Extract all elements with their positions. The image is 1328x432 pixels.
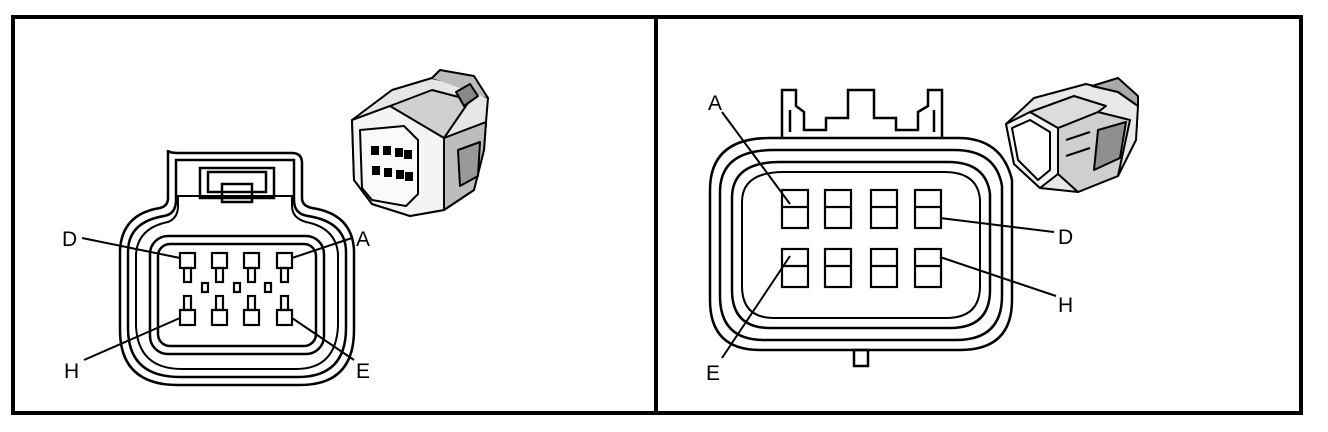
pin-label-a: A bbox=[356, 228, 370, 251]
pin-cavity bbox=[275, 294, 294, 327]
pin-label-e: E bbox=[356, 360, 370, 383]
leader-line-h bbox=[939, 256, 1057, 297]
leader-line-d bbox=[81, 237, 181, 259]
pin-cavity bbox=[242, 251, 261, 284]
right-panel: A D H E bbox=[706, 77, 1139, 385]
leader-line-e bbox=[291, 317, 355, 361]
pin-label-e: E bbox=[706, 362, 720, 385]
pin-terminal bbox=[823, 188, 853, 230]
pin-terminal bbox=[823, 247, 853, 289]
pin-terminal bbox=[869, 188, 899, 230]
left-connector-thumbnail bbox=[351, 69, 489, 217]
pin-label-d: D bbox=[62, 228, 77, 251]
diagram-frame bbox=[11, 15, 1303, 415]
left-connector-face bbox=[118, 149, 356, 387]
left-leader-lines bbox=[81, 237, 355, 361]
pin-terminal bbox=[913, 188, 943, 230]
leader-line-d bbox=[939, 217, 1055, 233]
leader-line-a bbox=[721, 111, 791, 205]
left-panel: D A H E bbox=[62, 69, 489, 387]
leader-line-e bbox=[721, 255, 791, 359]
pin-terminal bbox=[913, 247, 943, 289]
right-pin-terminals bbox=[780, 188, 943, 289]
pin-cavity bbox=[178, 251, 197, 284]
pin-cavity bbox=[210, 294, 229, 327]
leader-line-a bbox=[291, 237, 353, 259]
right-leader-lines bbox=[721, 111, 1057, 359]
pin-label-h: H bbox=[1058, 294, 1073, 317]
pin-cavity bbox=[178, 294, 197, 327]
pin-label-a: A bbox=[708, 92, 722, 115]
right-connector-latch bbox=[780, 88, 944, 138]
pin-label-d: D bbox=[1058, 226, 1073, 249]
pin-terminal bbox=[780, 188, 810, 230]
pin-cavity bbox=[242, 294, 261, 327]
pin-cavity bbox=[210, 251, 229, 284]
right-connector-thumbnail bbox=[1005, 77, 1139, 193]
leader-line-h bbox=[83, 317, 181, 361]
pin-cavity bbox=[275, 251, 294, 284]
right-connector-face bbox=[708, 136, 1014, 368]
pin-terminal bbox=[869, 247, 899, 289]
pin-label-h: H bbox=[64, 360, 79, 383]
left-pin-cavities bbox=[178, 251, 294, 327]
